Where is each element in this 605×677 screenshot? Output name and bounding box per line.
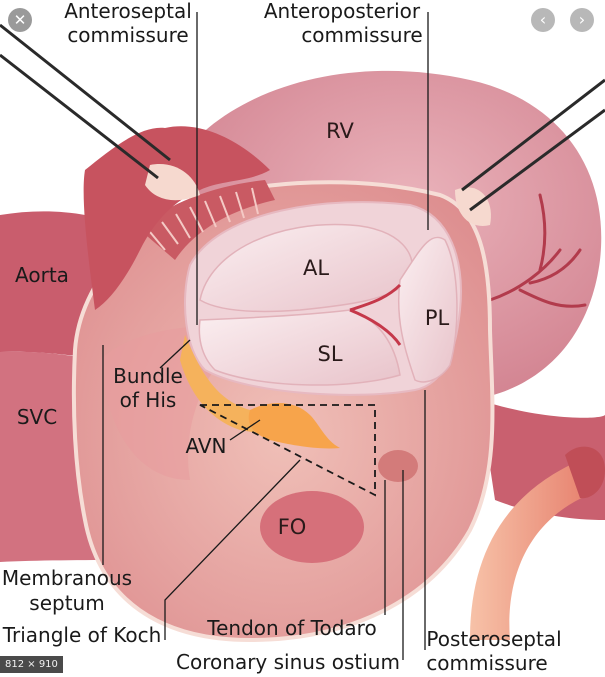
bundle-of-his [180, 335, 320, 436]
label-fo: FO [278, 515, 307, 539]
close-button[interactable]: ✕ [8, 8, 32, 32]
label-koch: Triangle of Koch [2, 623, 162, 647]
next-image-button[interactable]: › [570, 8, 594, 32]
coronary-sinus-vessel [470, 465, 588, 640]
retractor-left [0, 23, 171, 180]
valve-coaptation [349, 283, 402, 346]
label-posteroseptal-1: Posteroseptal [426, 627, 561, 651]
label-cs-ostium: Coronary sinus ostium [176, 650, 400, 674]
posterior-leaflet [397, 236, 458, 383]
annulus-patch-left [145, 164, 200, 201]
label-avn: AVN [185, 434, 226, 458]
label-anteroposterior-1: Anteroposterior [264, 0, 421, 23]
previous-image-button[interactable]: ‹ [531, 8, 555, 32]
avn-node [248, 403, 340, 449]
image-size-badge: 812 × 910 [0, 656, 63, 673]
chevron-right-icon: › [578, 10, 586, 29]
coronary-branch [488, 193, 587, 308]
coronary-sinus-ostium [378, 450, 418, 482]
fossa-ovalis [260, 491, 364, 563]
leader-avn [229, 419, 261, 441]
septal-leaflet [198, 309, 401, 386]
label-anteroseptal-2: commissure [67, 23, 188, 47]
label-anteroposterior-2: commissure [301, 23, 422, 47]
label-sl: SL [317, 342, 342, 366]
coronary-sinus-cap [565, 446, 605, 499]
label-rv: RV [326, 119, 354, 143]
label-bundle-1: Bundle [113, 364, 183, 388]
label-posteroseptal-2: commissure [426, 651, 547, 675]
triangle-of-koch [199, 404, 376, 497]
label-svc: SVC [17, 405, 57, 429]
leader-koch [164, 459, 301, 640]
label-todaro: Tendon of Todaro [206, 616, 376, 640]
label-membranous-1: Membranous [2, 566, 132, 590]
leader-bundle [159, 339, 191, 369]
label-membranous-2: septum [29, 591, 104, 615]
close-icon: ✕ [13, 11, 27, 29]
label-anteroseptal-1: Anteroseptal [64, 0, 192, 23]
retractor-right [461, 78, 605, 212]
pectinate-muscles [140, 180, 275, 260]
label-aorta: Aorta [15, 263, 69, 287]
label-al: AL [303, 256, 329, 280]
label-pl: PL [425, 306, 450, 330]
label-bundle-2: of His [120, 388, 177, 412]
chevron-left-icon: ‹ [539, 10, 547, 29]
aortic-tissue [83, 126, 270, 310]
